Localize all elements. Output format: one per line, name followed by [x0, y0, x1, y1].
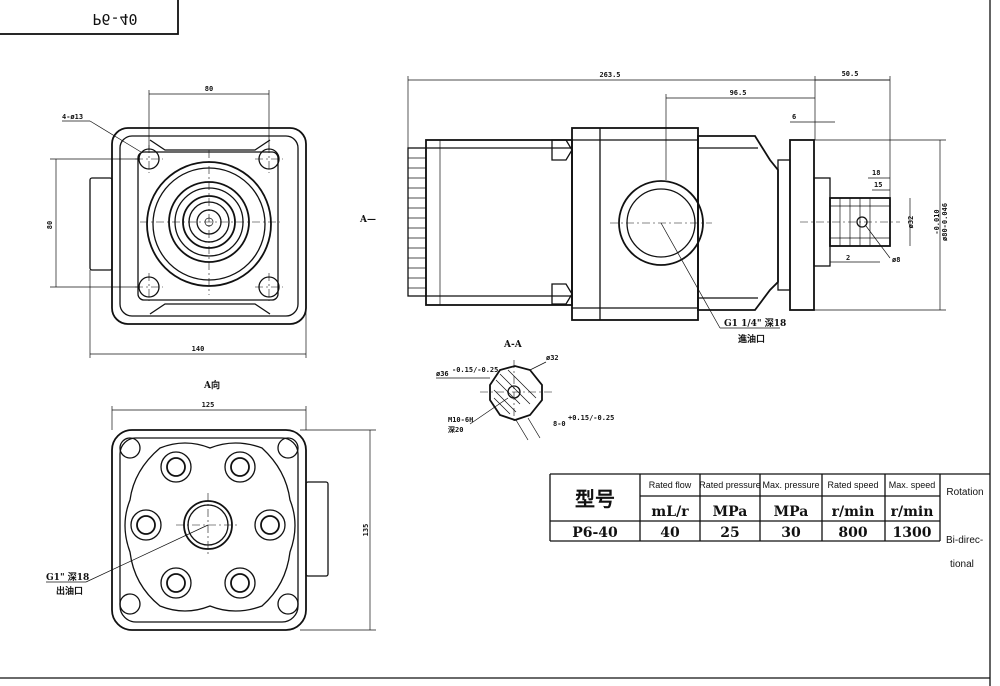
- title-model-mirrored: P6-40: [92, 10, 137, 28]
- table-rotation-line2: tional: [950, 559, 974, 570]
- dim-bolt-holes: 4-ø13: [62, 113, 83, 121]
- table-unit-rated-flow: mL/r: [651, 504, 689, 520]
- inlet-port-name: 進油口: [738, 333, 765, 345]
- dim-shaft-18: 18: [872, 169, 880, 177]
- dim-front-height: 80: [46, 221, 54, 229]
- table-value-max-pressure: 30: [781, 525, 801, 541]
- section-key-tol: +0.15/-0.25: [568, 414, 614, 422]
- dim-rear-width: 125: [202, 401, 215, 409]
- section-aa: A-A ø36 -0.15/-0.25 ø32 M10-6H 深20 8-0 +…: [436, 340, 614, 441]
- table-unit-max-pressure: MPa: [774, 504, 809, 520]
- section-aa-title: A-A: [503, 340, 523, 350]
- table-value-rated-speed: 800: [838, 525, 867, 541]
- section-dia36: ø36: [436, 370, 449, 378]
- section-key: 8-0: [553, 420, 566, 428]
- front-view: 80 80 4-ø13 140: [46, 85, 307, 358]
- dim-front-overall: 140: [192, 345, 205, 353]
- dim-key-2: 2: [846, 254, 850, 262]
- table-header-max-speed: Max. speed: [889, 480, 936, 490]
- dim-front-width: 80: [205, 85, 213, 93]
- dim-key-dia8: ø8: [892, 256, 900, 264]
- table-header-rated-flow: Rated flow: [649, 480, 692, 490]
- dim-side-six: 6: [792, 113, 796, 121]
- table-value-rated-flow: 40: [660, 525, 680, 541]
- dim-side-mid: 96.5: [730, 89, 747, 97]
- table-header-rated-speed: Rated speed: [827, 480, 878, 490]
- table-header-rotation: Rotation: [946, 487, 983, 498]
- view-a-title: A向: [203, 379, 220, 391]
- dim-shaft-15: 15: [874, 181, 882, 189]
- dim-side-flange: 50.5: [842, 70, 859, 78]
- table-header-max-pressure: Max. pressure: [762, 480, 819, 490]
- dim-pilot-tol: -0.010: [933, 209, 941, 234]
- table-value-max-speed: 1300: [893, 525, 932, 541]
- view-a: A向 125 135: [46, 379, 376, 631]
- rear-bolt-pattern: [130, 451, 286, 599]
- inlet-port-label: G1 1/4" 深18: [724, 317, 786, 329]
- dim-rear-height: 135: [362, 524, 370, 537]
- section-m10-depth: 深20: [448, 425, 463, 434]
- spec-table: 型号 Rated flow Rated pressure Max. pressu…: [549, 473, 990, 570]
- dim-shaft-dia32: ø32: [907, 216, 915, 229]
- table-row-model: P6-40: [572, 525, 618, 541]
- table-model-header: 型号: [575, 487, 615, 511]
- section-m10: M10-6H: [448, 416, 473, 424]
- view-a-arrow: A—: [359, 215, 376, 225]
- table-unit-rated-speed: r/min: [832, 504, 875, 520]
- table-header-rated-pressure: Rated pressure: [699, 480, 761, 490]
- table-unit-rated-pressure: MPa: [713, 504, 748, 520]
- table-unit-max-speed: r/min: [891, 504, 934, 520]
- table-value-rated-pressure: 25: [720, 525, 739, 541]
- section-dia32: ø32: [546, 354, 559, 362]
- outlet-port-label: G1" 深18: [46, 571, 89, 583]
- section-dia36-tol: -0.15/-0.25: [452, 366, 498, 374]
- dim-side-overall: 263.5: [599, 71, 620, 79]
- dim-pilot-dia: ø80-0.046: [941, 203, 949, 241]
- table-rotation-line1: Bi-direc-: [946, 535, 983, 546]
- outlet-port-name: 出油口: [56, 585, 83, 597]
- side-view: A—: [359, 70, 949, 345]
- title-block: P6-40: [0, 0, 179, 35]
